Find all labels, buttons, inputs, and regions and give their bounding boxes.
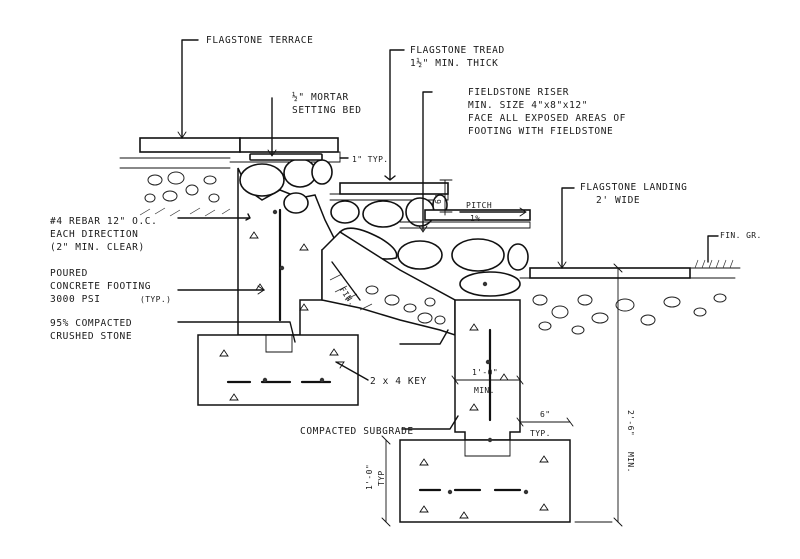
pebbles-right [532, 293, 727, 335]
label-compacted-subgrade: COMPACTED SUBGRADE [300, 426, 414, 437]
label-one-inch-typ: 1" TYP. [352, 155, 389, 164]
label-riser-4: FOOTING WITH FIELDSTONE [468, 126, 613, 137]
label-poured-4: (TYP.) [140, 295, 171, 304]
label-key: 2 x 4 KEY [370, 376, 427, 387]
label-finish-grade: FIN. GR. [720, 231, 762, 240]
label-flagstone-tread: FLAGSTONE TREAD [410, 45, 505, 56]
lower-key [464, 439, 511, 457]
label-riser-3: FACE ALL EXPOSED AREAS OF [468, 113, 626, 124]
flagstone-terrace-slab-2 [239, 137, 339, 153]
crushed-stone-slope [329, 273, 446, 325]
rebar [226, 208, 529, 495]
flagstone-landing [529, 267, 691, 279]
dimension-lines [381, 179, 623, 527]
label-crushed-1: 95% COMPACTED [50, 318, 132, 329]
label-poured-3: 3000 PSI [50, 294, 101, 305]
upper-concrete-footing [237, 167, 342, 336]
label-one-ft-typ-2: TYP [377, 470, 386, 486]
label-one-ft-typ-1: 1'-0" [365, 464, 374, 490]
label-poured-2: CONCRETE FOOTING [50, 281, 151, 292]
label-landing-width: 2' WIDE [596, 195, 640, 206]
label-pitch-value: 1% [470, 214, 480, 223]
soil-left [119, 157, 231, 217]
label-two-six-min: MIN. [626, 452, 635, 473]
label-six-typ-1: 6" [540, 410, 550, 419]
mortar-bed-top [139, 151, 341, 163]
flagstone-tread [339, 182, 449, 195]
label-pitch: PITCH [466, 201, 492, 210]
flagstone-terrace-slab [139, 137, 241, 153]
lower-spread-footing [399, 439, 571, 523]
mid-fieldstones [337, 227, 529, 297]
label-riser-1: FIELDSTONE RISER [468, 87, 569, 98]
label-flagstone-landing: FLAGSTONE LANDING [580, 182, 687, 193]
label-six-typ-2: TYP. [530, 429, 551, 438]
label-rebar-1: #4 REBAR 12" O.C. [50, 216, 157, 227]
label-one-foot-min: MIN. [474, 386, 495, 395]
label-rebar-3: (2" MIN. CLEAR) [50, 242, 145, 253]
label-mortar-2: SETTING BED [292, 105, 362, 116]
tread-mortar [329, 193, 449, 201]
label-crushed-2: CRUSHED STONE [50, 331, 132, 342]
flagstone-tread-2 [424, 209, 531, 221]
tread-mortar-2 [399, 221, 531, 229]
pebbles-left [144, 171, 220, 203]
label-rebar-2: EACH DIRECTION [50, 229, 138, 240]
upper-key [265, 334, 293, 353]
aggregate-marks [219, 231, 549, 519]
label-poured-1: POURED [50, 268, 88, 279]
upper-fieldstones [239, 153, 333, 214]
label-tread-thickness: 1½" MIN. THICK [410, 58, 498, 69]
label-mortar-1: ½" MORTAR [292, 92, 349, 103]
label-riser-2: MIN. SIZE 4"x8"x12" [468, 100, 588, 111]
upper-spread-footing [197, 334, 359, 406]
middle-sloped-footing [321, 231, 456, 337]
label-six-inch: 6" [434, 194, 443, 204]
label-flagstone-terrace: FLAGSTONE TERRACE [206, 35, 313, 46]
label-one-foot: 1'-0" [472, 368, 498, 377]
label-two-six: 2'-6" [626, 410, 635, 436]
leader-lines [177, 39, 719, 430]
grass-hatch [694, 259, 734, 269]
